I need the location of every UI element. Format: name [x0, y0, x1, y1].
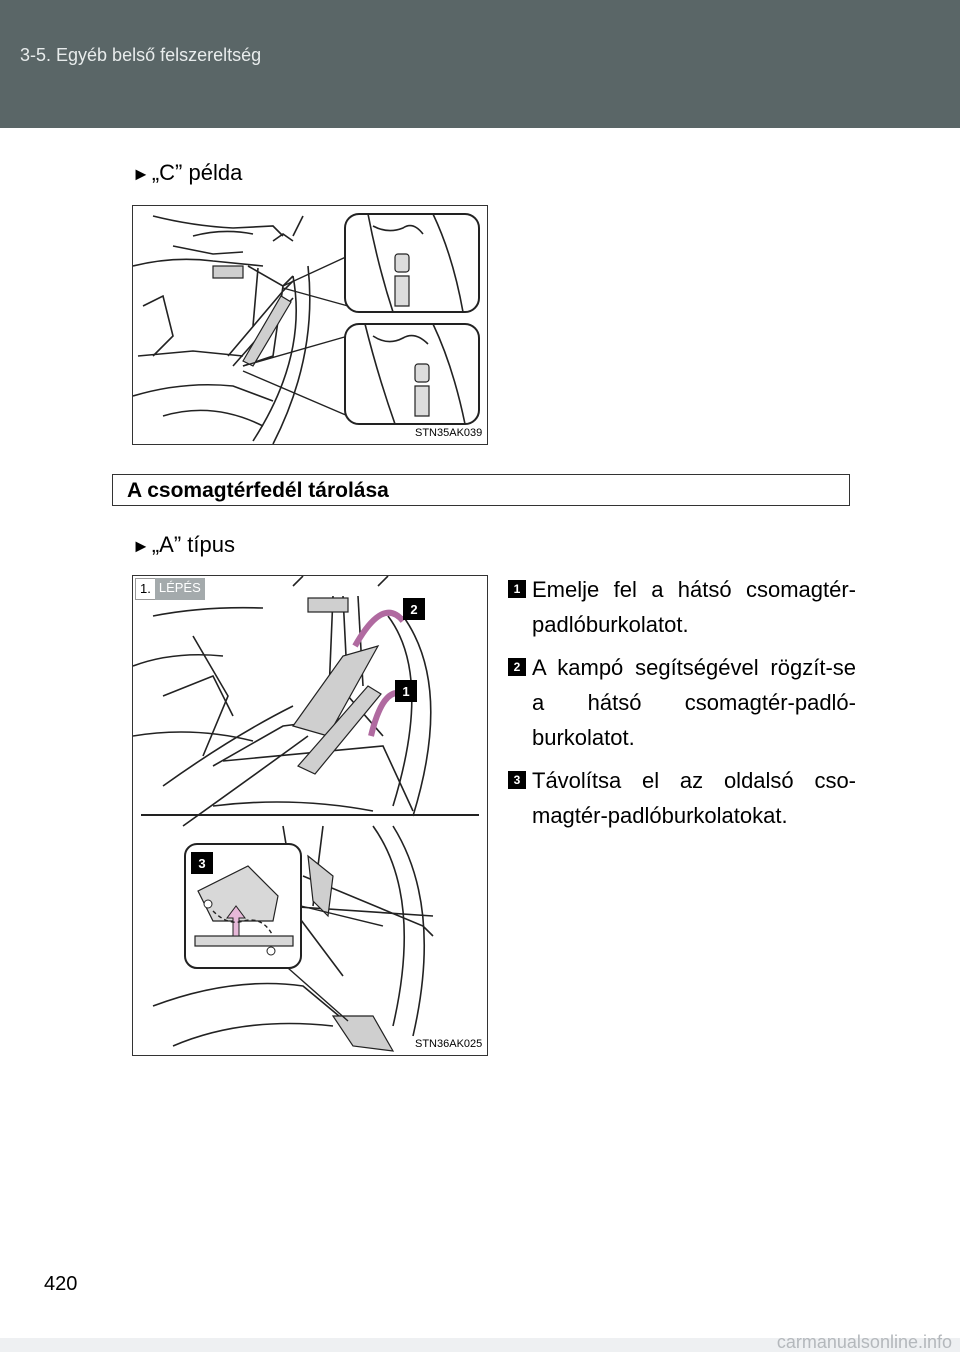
section-title: A csomagtérfedél tárolása	[127, 479, 389, 502]
breadcrumb: 3-5. Egyéb belső felszereltség	[20, 45, 262, 65]
step-number: 2	[508, 658, 526, 676]
callout-3: 3	[191, 852, 213, 874]
triangle-marker-icon: ►	[132, 164, 150, 184]
figure-code: STN35AK039	[415, 427, 483, 439]
example-c-text: „C” példa	[151, 160, 243, 185]
step-list: 1 Emelje fel a hátsó csomagtér-padlóburk…	[508, 572, 856, 841]
type-a-text: „A” típus	[151, 532, 235, 557]
figure-cover-mount: STN35AK039	[132, 205, 488, 445]
page-header: 3-5. Egyéb belső felszereltség	[0, 0, 960, 128]
step-text: Emelje fel a hátsó csomagtér-padlóburkol…	[532, 577, 856, 637]
step-item: 1 Emelje fel a hátsó csomagtér-padlóburk…	[508, 572, 856, 642]
cargo-cover-illustration	[133, 213, 480, 444]
triangle-marker-icon: ►	[132, 536, 150, 556]
example-c-label: ►„C” példa	[132, 160, 242, 186]
callout-2: 2	[403, 598, 425, 620]
callout-1: 1	[395, 680, 417, 702]
watermark: carmanualsonline.info	[776, 1332, 952, 1352]
step-number: 1	[508, 580, 526, 598]
page-footer: carmanualsonline.info	[0, 1332, 960, 1352]
section-heading: A csomagtérfedél tárolása	[112, 474, 850, 506]
cargo-floor-illustration	[133, 576, 479, 1052]
step-text: A kampó segítségével rögzít-se a hátsó c…	[532, 655, 856, 750]
step-item: 2 A kampó segítségével rögzít-se a hátsó…	[508, 650, 856, 755]
step-text: Távolítsa el az oldalsó cso-magtér-padló…	[532, 768, 856, 828]
step-badge-number: 1.	[135, 578, 155, 600]
figure-code: STN36AK025	[415, 1038, 483, 1050]
step-item: 3 Távolítsa el az oldalsó cso-magtér-pad…	[508, 763, 856, 833]
step-badge-word: LÉPÉS	[154, 578, 205, 600]
page-number: 420	[44, 1273, 78, 1295]
type-a-label: ►„A” típus	[132, 532, 235, 558]
step-number: 3	[508, 771, 526, 789]
step-badge: 1. LÉPÉS	[135, 578, 205, 600]
figure-stowing-steps: 1. LÉPÉS 2 1 3 STN36AK025	[132, 575, 488, 1056]
